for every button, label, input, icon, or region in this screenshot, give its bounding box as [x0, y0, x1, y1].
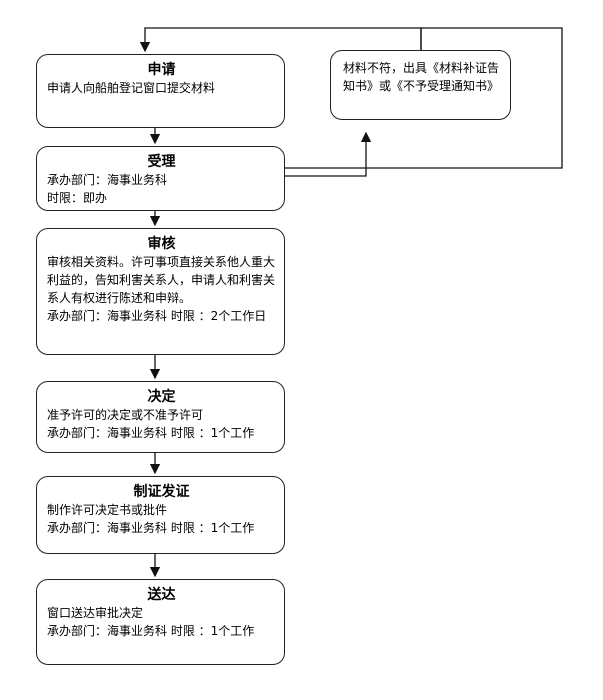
step-review-title: 审核	[147, 236, 176, 252]
step-accept: 受理 承办部门：海事业务科 时限：即办	[36, 146, 285, 211]
step-decide-desc: 准予许可的决定或不准予许可	[47, 408, 204, 422]
step-accept-title: 受理	[147, 154, 176, 170]
step-decide-title: 决定	[147, 389, 176, 405]
step-issue-dept: 承办部门：海事业务科 时限 ：1个工作	[47, 521, 255, 535]
arrow-accept-to-note	[285, 131, 372, 177]
step-decide: 决定 准予许可的决定或不准予许可 承办部门：海事业务科 时限 ：1个工作	[36, 381, 285, 453]
step-review-dept: 承办部门：海事业务科 时限 ：2个工作日	[47, 309, 267, 323]
step-apply-desc: 申请人向船舶登记窗口提交材料	[47, 81, 216, 95]
side-note-text: 材料不符，出具《材料补证告知书》或《不予受理通知书》	[343, 61, 500, 93]
step-accept-time: 时限：即办	[47, 191, 108, 205]
side-note-box: 材料不符，出具《材料补证告知书》或《不予受理通知书》	[330, 50, 511, 120]
step-deliver-dept: 承办部门：海事业务科 时限 ：1个工作	[47, 624, 255, 638]
arrow-note-back-to-apply	[139, 27, 422, 58]
step-issue: 制证发证 制作许可决定书或批件 承办部门：海事业务科 时限 ：1个工作	[36, 476, 285, 554]
step-accept-dept: 承办部门：海事业务科	[47, 173, 168, 187]
step-review: 审核 审核相关资料。许可事项直接关系他人重大利益的，告知利害关系人，申请人和利害…	[36, 228, 285, 355]
step-issue-title: 制证发证	[133, 484, 190, 500]
step-review-desc: 审核相关资料。许可事项直接关系他人重大利益的，告知利害关系人，申请人和利害关系人…	[47, 255, 276, 305]
step-apply-title: 申请	[147, 62, 176, 78]
step-decide-dept: 承办部门：海事业务科 时限 ：1个工作	[47, 426, 255, 440]
step-deliver: 送达 窗口送达审批决定 承办部门：海事业务科 时限 ：1个工作	[36, 579, 285, 665]
step-deliver-title: 送达	[147, 587, 176, 603]
step-apply: 申请 申请人向船舶登记窗口提交材料	[36, 54, 285, 128]
step-deliver-desc: 窗口送达审批决定	[47, 606, 144, 620]
step-issue-desc: 制作许可决定书或批件	[47, 503, 168, 517]
